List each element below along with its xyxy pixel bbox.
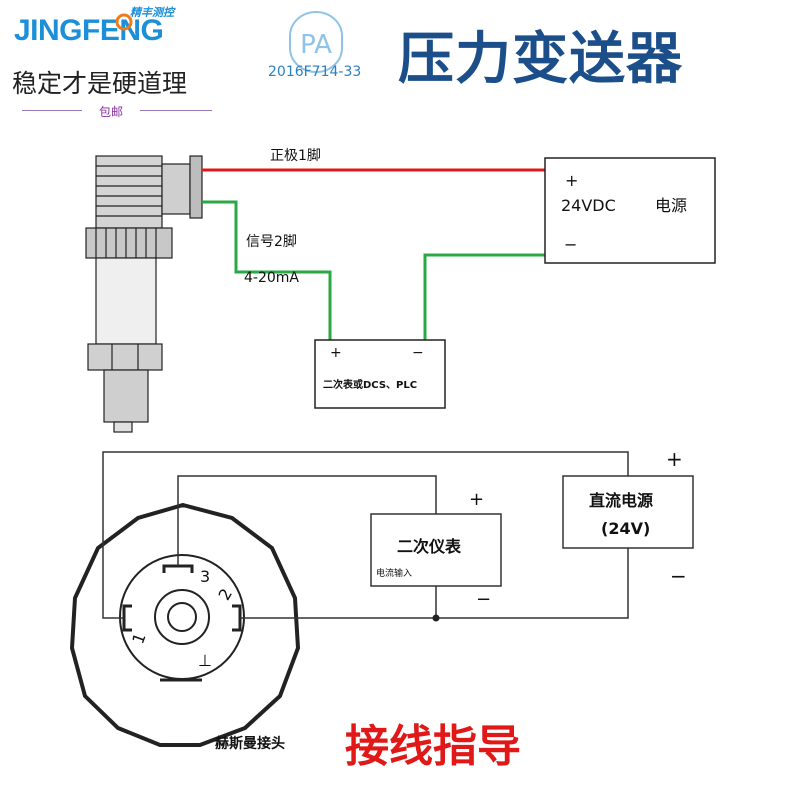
pa-certificate-number: 2016F714-33 [268,64,362,80]
brand-logo-text: JINGFENG [14,14,164,47]
signal-pin-label: 信号2脚 [246,234,297,250]
power-supply-box [544,157,716,264]
gear-icon [115,13,133,31]
meter-plus: + [330,345,342,361]
junction-dot [432,614,440,622]
pa-badge: PA [289,11,343,73]
pin2-wire [240,548,629,619]
pin1-wire [102,451,629,619]
pressure-transmitter [85,155,203,433]
pin2-slot [232,604,242,632]
pa-mark: PA [300,30,332,60]
connector-label: 赫斯曼接头 [215,735,285,752]
product-title: 压力变送器 [398,27,683,92]
instrument-minus: − [476,589,491,610]
pin3-wire [177,475,437,566]
dc-power-box [562,475,694,549]
dc-power-voltage: (24V) [601,519,650,538]
dc-minus: − [670,564,687,588]
power-plus: + [565,171,578,190]
pin1-slot [122,604,132,632]
connector-center-hole [167,602,197,632]
divider-right [140,110,212,111]
return-wire [423,253,545,340]
positive-pin-label: 正极1脚 [270,148,321,164]
power-minus: − [564,235,577,254]
instrument-plus: + [469,489,484,510]
divider-left [22,110,82,111]
connector-center-ring [154,589,210,645]
power-label: 电源 [655,196,687,215]
dc-plus: + [666,447,683,471]
secondary-instrument-sub: 电流输入 [376,567,412,579]
ground-label: ⊥ [198,651,212,670]
pin3-slot [162,564,194,573]
secondary-instrument-title: 二次仪表 [397,537,462,556]
meter-minus: − [412,345,424,361]
dc-power-title: 直流电源 [589,491,653,510]
meter-label: 二次表或DCS、PLC [323,378,417,391]
connector-inner-ring [119,554,245,680]
power-voltage: 24VDC [561,196,616,215]
slogan: 稳定才是硬道理 [12,69,188,98]
pin3-label: 3 [200,567,210,586]
brand-subtitle: 精丰测控 [130,6,174,19]
pin2-label: 2 [214,585,236,603]
free-shipping-label: 包邮 [98,105,123,119]
hirschmann-connector-outline [69,502,301,747]
wiring-guide-title: 接线指导 [345,721,521,772]
secondary-instrument-box [370,513,502,587]
signal-range-label: 4-20mA [244,270,299,286]
signal-wire [202,200,332,340]
meter-box [314,339,446,409]
pin1-label: 1 [128,630,149,646]
